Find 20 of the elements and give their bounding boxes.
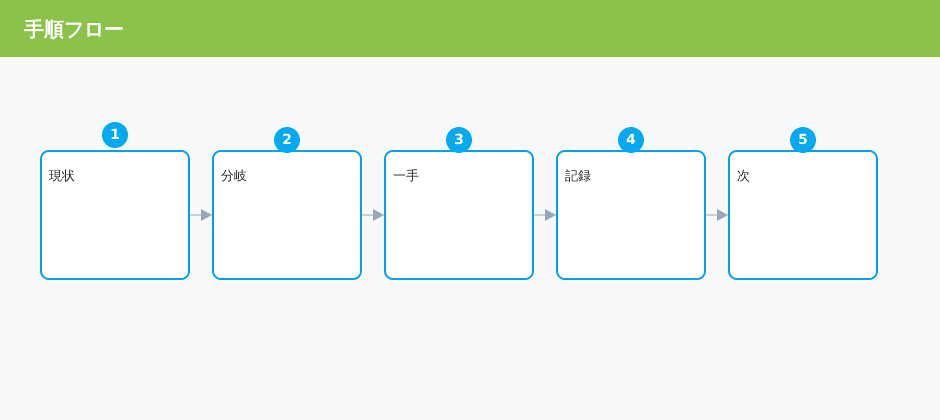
step-card [40,150,190,280]
page-title: 手順フロー [24,16,124,40]
step-label: 一手 [393,169,420,186]
step-card [728,150,878,280]
step-card [556,150,706,280]
arrow [190,209,212,221]
step-number-badge: 5 [790,127,816,153]
step-number-badge: 3 [446,127,472,153]
step-label: 記録 [565,169,592,186]
step-number-badge: 2 [274,127,300,153]
step-card [384,150,534,280]
step-label: 現状 [49,169,76,186]
step-label: 分岐 [221,169,248,186]
arrow [534,209,556,221]
step-label: 次 [737,169,751,186]
step-number-badge: 1 [102,122,128,148]
arrow [706,209,728,221]
step-number-badge: 4 [618,127,644,153]
arrow [362,209,384,221]
step-card [212,150,362,280]
